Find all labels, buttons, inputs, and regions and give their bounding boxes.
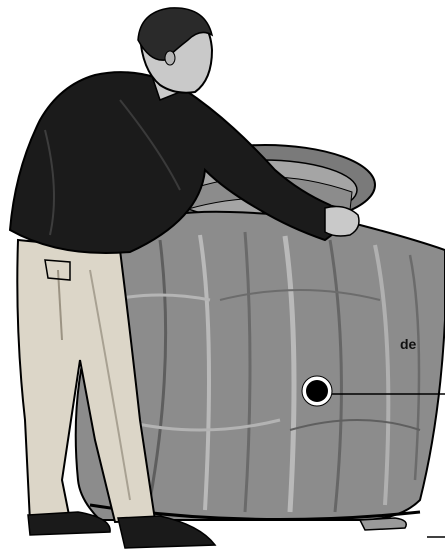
callout-label: de — [400, 336, 416, 352]
callout-dot-icon — [306, 380, 328, 402]
